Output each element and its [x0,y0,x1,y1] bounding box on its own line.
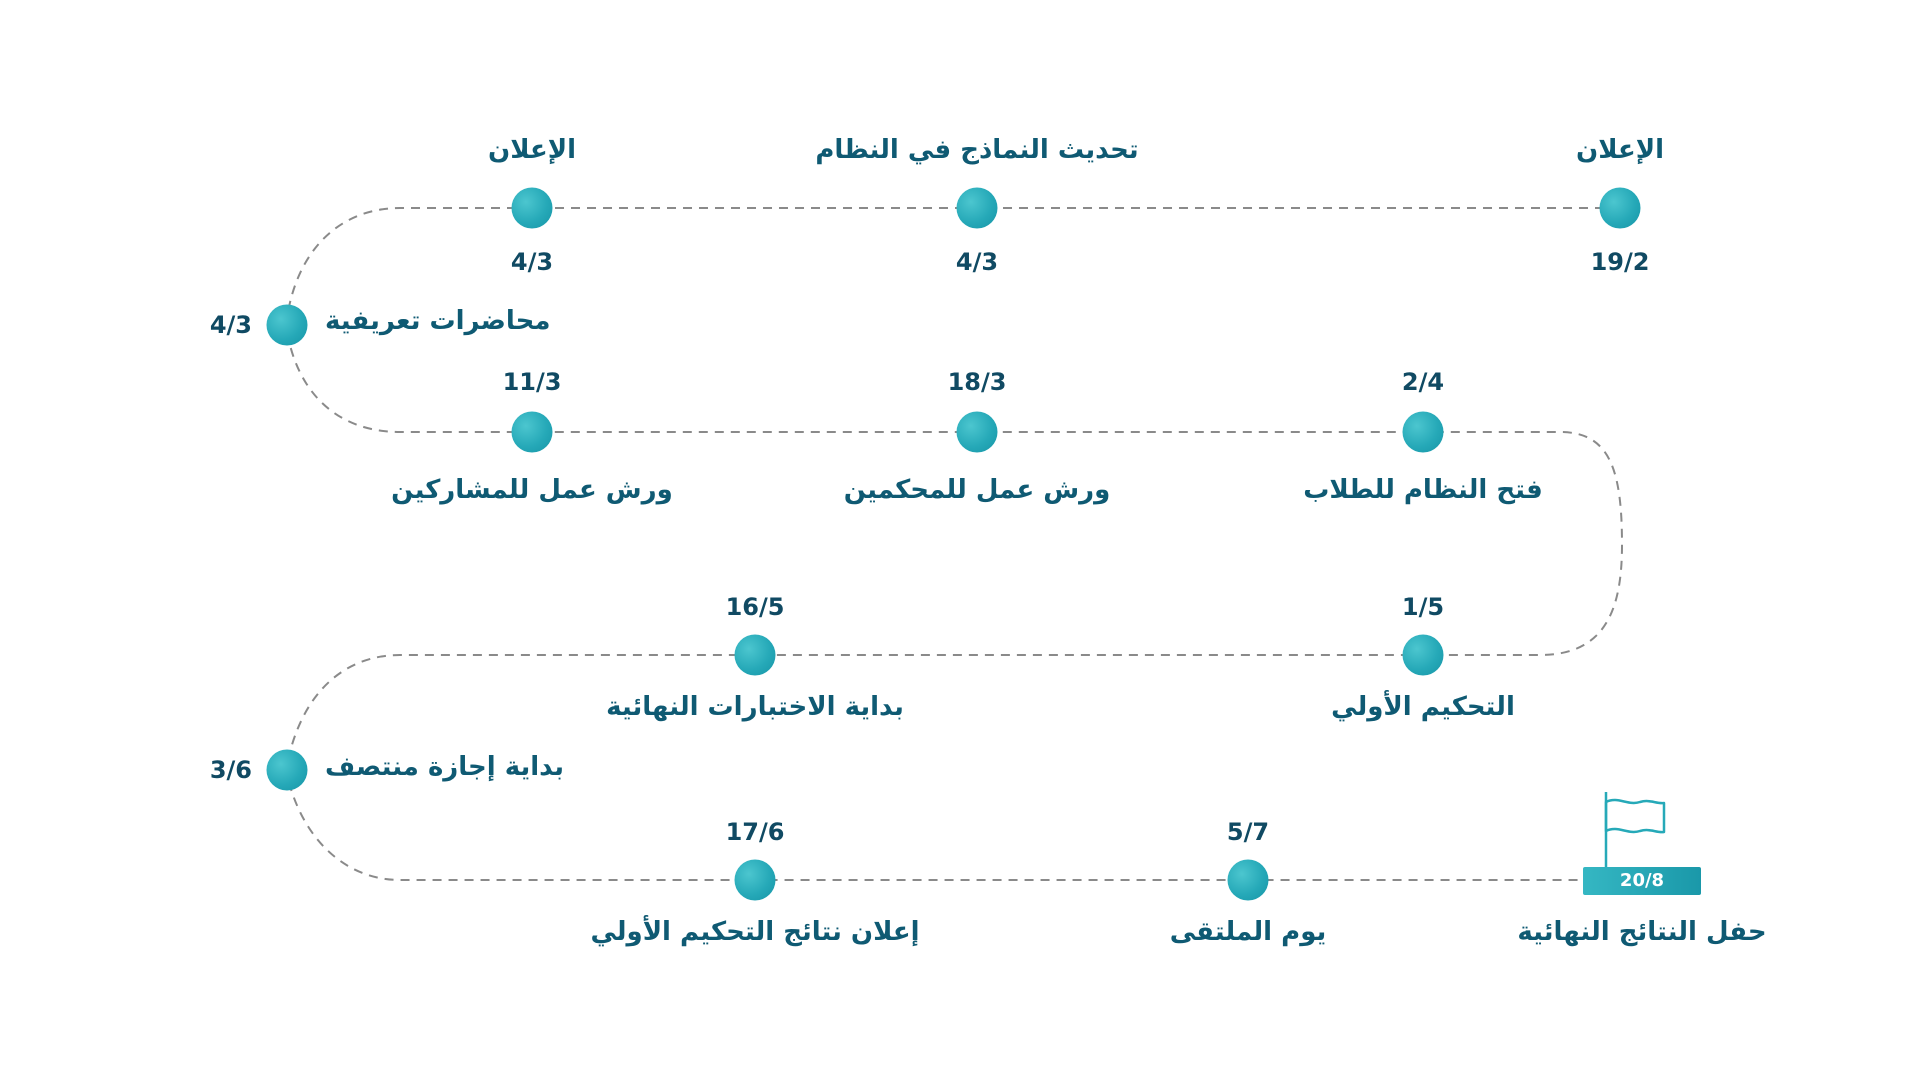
flag-icon [1604,792,1666,867]
milestone-dot [1599,187,1641,229]
milestone-dot [511,187,553,229]
milestone-dot [1402,634,1444,676]
milestone-title: ورش عمل للمشاركين [391,475,673,505]
milestone-dot [956,187,998,229]
milestone-title: يوم الملتقى [1169,917,1327,947]
milestone-date: 16/5 [725,593,785,621]
milestone-date: 2/4 [1401,368,1445,396]
milestone-date: 1/5 [1401,593,1445,621]
milestone-dot [511,411,553,453]
milestone-dot [266,304,308,346]
milestone-title: التحكيم الأولي [1331,692,1515,722]
milestone-dot [956,411,998,453]
milestone-dot [1227,859,1269,901]
milestone-title: إعلان نتائج التحكيم الأولي [590,917,920,947]
milestone-title: الإعلان [1576,135,1664,165]
milestone-date: 17/6 [725,818,785,846]
milestone-dot [266,749,308,791]
milestone-date: 4/3 [209,311,252,339]
milestone-title: الإعلان [488,135,576,165]
milestone-title: محاضرات تعريفية [325,306,551,336]
milestone-date: 4/3 [510,248,554,276]
milestone-title: بداية إجازة منتصف [325,752,564,782]
milestone-title: فتح النظام للطلاب [1303,475,1543,505]
milestone-date: 19/2 [1590,248,1650,276]
milestone-title: ورش عمل للمحكمين [843,475,1111,505]
milestone-date: 4/3 [955,248,999,276]
milestone-date: 11/3 [502,368,562,396]
milestone-date: 18/3 [947,368,1007,396]
milestone-title: بداية الاختبارات النهائية [606,692,904,722]
milestone-dot [734,634,776,676]
milestone-title: تحديث النماذج في النظام [815,135,1139,165]
milestone-date: 3/6 [209,756,252,784]
final-date-badge: 20/8 [1583,867,1701,895]
milestone-dot [734,859,776,901]
final-milestone-title: حفل النتائج النهائية [1517,917,1767,947]
milestone-dot [1402,411,1444,453]
milestone-date: 5/7 [1226,818,1270,846]
